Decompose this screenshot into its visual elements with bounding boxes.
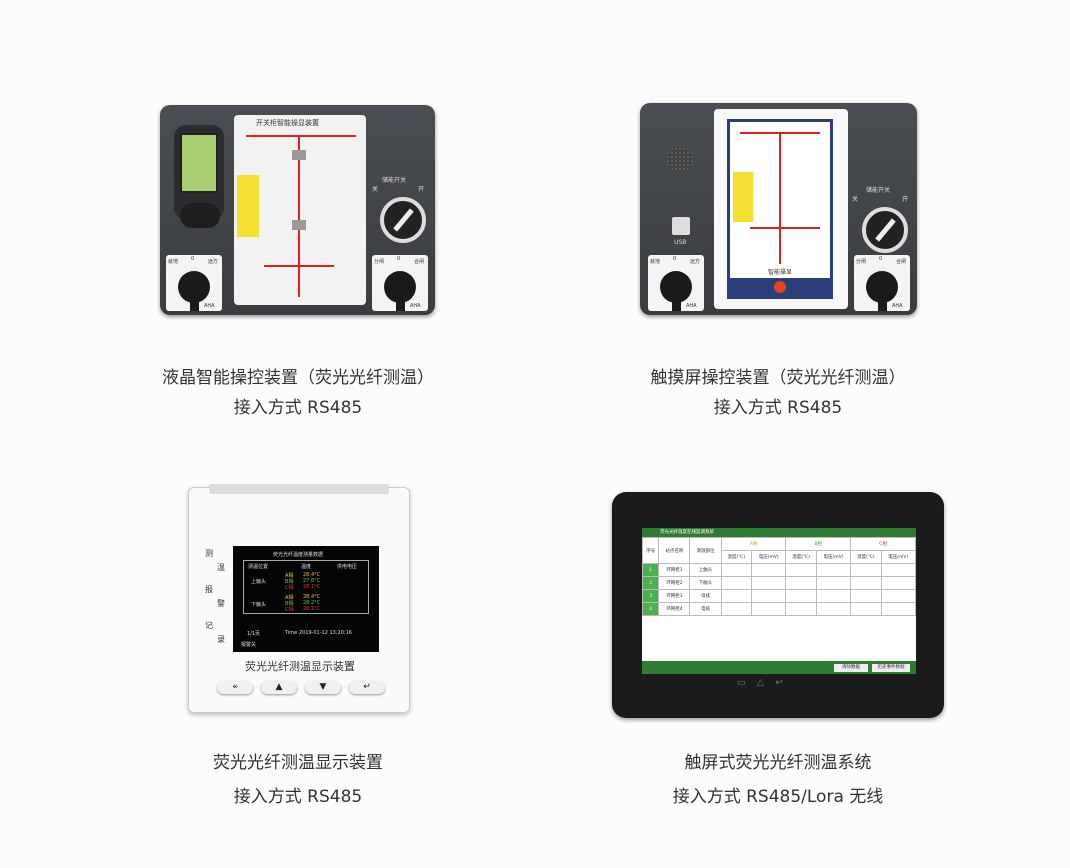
temperature-value: 28.4°C (303, 572, 321, 578)
temperature-value: 28.4°C (303, 594, 321, 600)
phase-label: C相 (285, 585, 294, 591)
side-label: 录 (217, 635, 225, 644)
phase-label: B相 (285, 601, 294, 607)
product-access: 接入方式 RS485 (233, 787, 363, 807)
product-access: 接入方式 RS485/Lora 无线 (672, 787, 884, 807)
knob-label: 储能开关 (866, 187, 891, 194)
lcd-screen: 荧光光纤温度测量数据 测温位置 温度 供电电压 上触头 A相 B相 C相 28.… (233, 546, 379, 652)
knob-label: 储能开关 (382, 177, 407, 184)
product-name: 液晶智能操控装置（荧光光纤测温） (162, 368, 434, 388)
timestamp: Time 2019-01-12 13:20:16 (285, 630, 352, 636)
usb-port-icon (672, 217, 690, 235)
history-events-button[interactable]: 历史事件数据 (872, 664, 910, 672)
clear-data-button[interactable]: 清除数据 (834, 664, 868, 672)
up-button[interactable]: ▲ (261, 681, 297, 694)
display-unit-image: 测 温 报 警 记 录 荧光光纤温度测量数据 测温位置 温度 供电电压 上触头 … (188, 484, 410, 713)
phase-label: B相 (285, 579, 294, 585)
side-label: 测 (205, 549, 213, 558)
product-name: 荧光光纤测温显示装置 (213, 753, 383, 773)
lcd-display (180, 133, 218, 193)
diagram-title: 开关柜智能操显装置 (256, 119, 319, 127)
knob-off-label: 关 (852, 196, 859, 203)
column-header: 温度 (301, 564, 312, 570)
knob-on-label: 开 (418, 186, 425, 193)
position-label: 下触头 (251, 602, 267, 608)
app-title: 荧光光纤温度在线监测系统 (642, 528, 916, 537)
speaker-icon (666, 147, 694, 171)
android-nav-icons[interactable]: ▭ △ ↩ (737, 678, 783, 688)
down-button[interactable]: ▼ (305, 681, 341, 694)
screen-caption: 智能操显 (768, 269, 793, 276)
product-access: 接入方式 RS485 (233, 398, 363, 418)
temperature-value: 28.1°C (303, 606, 321, 612)
back-button[interactable]: « (217, 681, 253, 694)
enter-button[interactable]: ↵ (349, 681, 385, 694)
phase-label: C相 (285, 607, 294, 613)
side-label: 报 (205, 585, 213, 594)
position-label: 上触头 (251, 579, 267, 585)
panel-label: 荧光光纤测温显示装置 (245, 660, 355, 673)
usb-label: USB (674, 239, 687, 246)
screen-title: 荧光光纤温度测量数据 (273, 552, 324, 558)
energy-storage-knob[interactable] (380, 197, 426, 243)
knob-on-label: 开 (902, 196, 909, 203)
touch-screen[interactable]: 智能操显 (727, 119, 833, 299)
add-icon[interactable] (774, 281, 786, 293)
temperature-value: 28.1°C (303, 584, 321, 590)
product-name: 触摸屏操控装置（荧光光纤测温） (650, 368, 906, 388)
side-label: 温 (217, 563, 225, 572)
phase-label: A相 (285, 573, 294, 579)
side-label: 警 (217, 599, 225, 608)
column-header: 测温位置 (248, 564, 269, 570)
energy-storage-knob[interactable] (862, 207, 908, 253)
product-access: 接入方式 RS485 (713, 398, 843, 418)
page-indicator: 1/1页 (247, 631, 261, 637)
keypad[interactable] (180, 203, 220, 228)
phase-label: A相 (285, 595, 294, 601)
product-name: 触屏式荧光光纤测温系统 (684, 753, 872, 773)
knob-off-label: 关 (372, 186, 379, 193)
temperature-value: 27.6°C (303, 578, 321, 584)
side-label: 记 (205, 621, 213, 630)
temperature-value: 28.2°C (303, 600, 321, 606)
alarm-status: 报警关 (241, 642, 257, 648)
column-header: 供电电压 (337, 564, 358, 570)
